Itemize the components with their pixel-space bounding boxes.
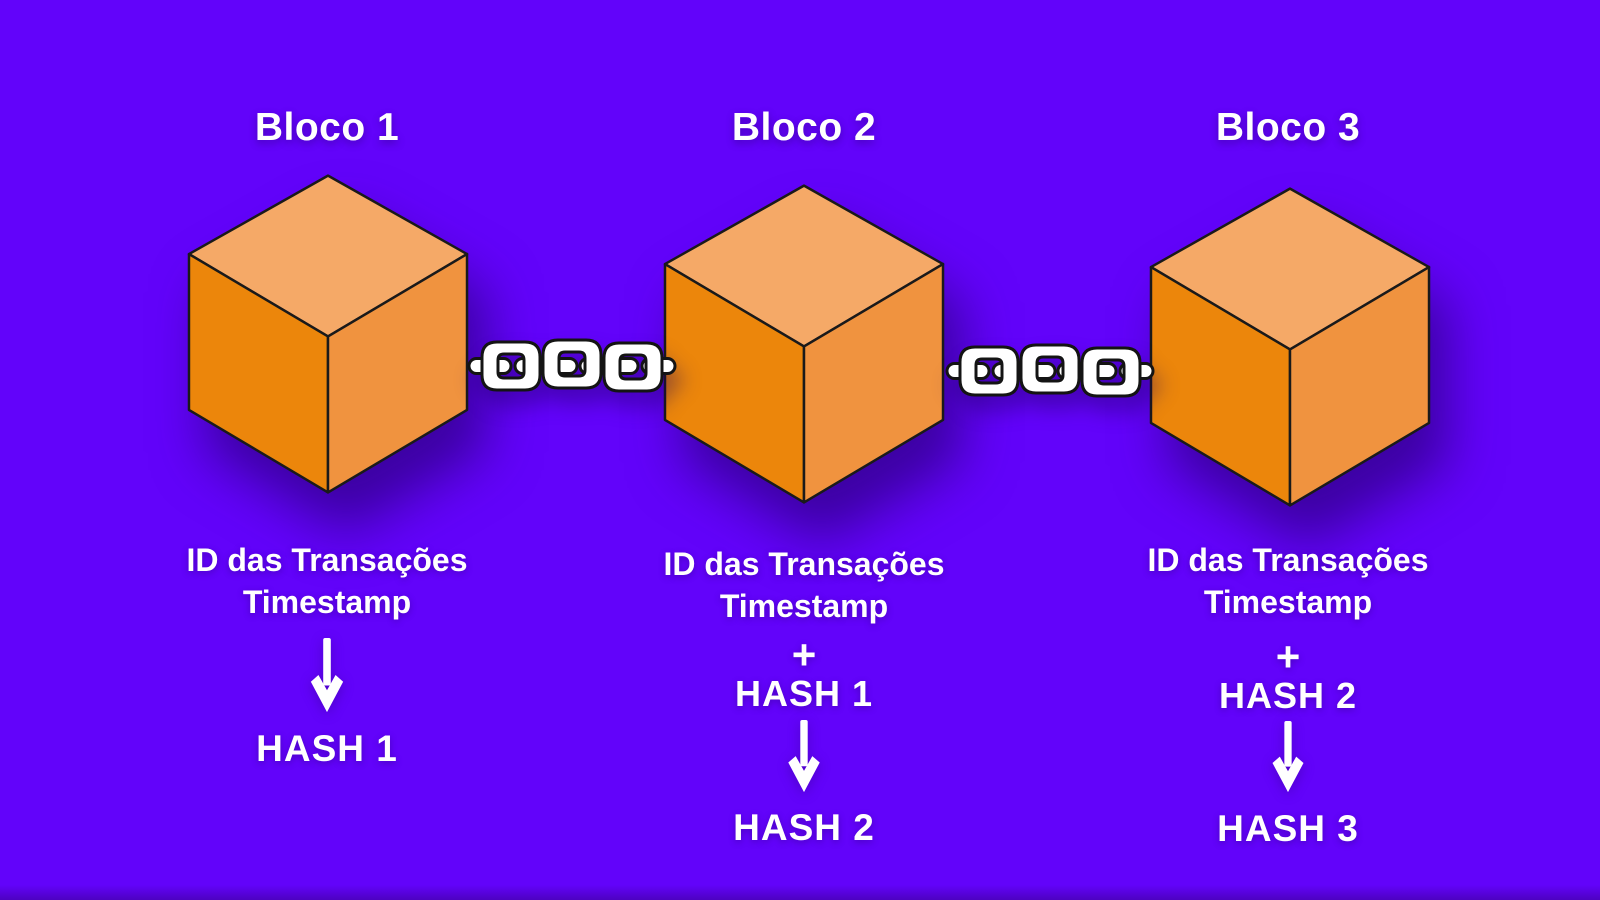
block-column-1: Bloco 1 ID das Transações Timestamp HASH… [97, 0, 557, 900]
block-2-title: Bloco 2 [731, 106, 877, 149]
block-2-previous-hash-label: HASH 1 [734, 673, 874, 714]
block-1-timestamp-label: Timestamp [242, 584, 412, 620]
chain-link-icon-1-2 [466, 338, 678, 394]
block-column-2: Bloco 2 ID das Transações Timestamp + HA… [574, 0, 1034, 900]
bottom-vignette [0, 885, 1600, 900]
block-3-output-hash-label: HASH 3 [1217, 808, 1359, 849]
block-2-down-arrow-icon [784, 720, 824, 794]
block-3-cube-icon [1149, 186, 1431, 509]
block-1-output-hash-label: HASH 1 [256, 728, 398, 769]
block-2-cube-icon [663, 183, 945, 506]
block-2-transactions-label: ID das Transações [663, 546, 945, 582]
block-2-output-hash-label: HASH 2 [733, 807, 875, 848]
block-3-title: Bloco 3 [1215, 106, 1361, 149]
block-3-previous-hash-label: HASH 2 [1218, 675, 1358, 716]
block-3-transactions-label: ID das Transações [1147, 542, 1429, 578]
block-3-plus-sign: + [1275, 633, 1301, 680]
block-2-timestamp-label: Timestamp [719, 588, 889, 624]
block-1-down-arrow-icon [307, 638, 347, 714]
block-3-down-arrow-icon [1268, 721, 1308, 794]
block-1-transactions-label: ID das Transações [186, 542, 468, 578]
block-column-3: Bloco 3 ID das Transações Timestamp + HA… [1058, 0, 1518, 900]
block-1-title: Bloco 1 [254, 106, 400, 149]
block-1-cube-icon [187, 173, 469, 496]
chain-link-icon-2-3 [944, 343, 1156, 399]
block-3-timestamp-label: Timestamp [1203, 584, 1373, 620]
block-2-plus-sign: + [791, 631, 817, 678]
